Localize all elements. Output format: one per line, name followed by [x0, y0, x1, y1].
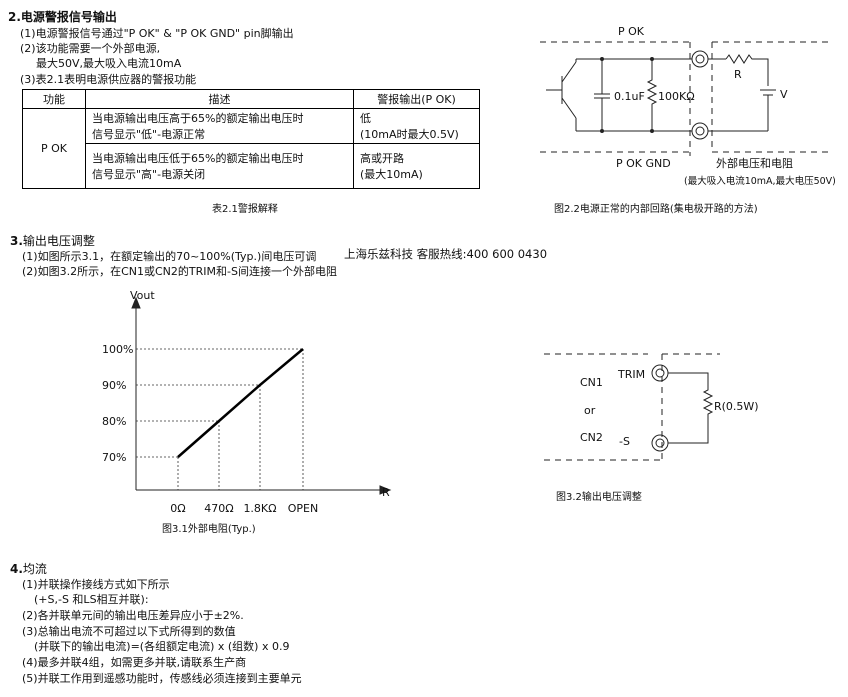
desc-line: 信号显示"高"-电源关闭 [92, 168, 206, 181]
y-tick-label: 100% [102, 343, 133, 356]
x-tick-label: 0Ω [170, 502, 185, 515]
output-line: 高或开路 [360, 152, 404, 165]
gnd-connector [691, 122, 709, 140]
resistor-100k [646, 59, 658, 131]
section-3-number: 3. [10, 234, 23, 248]
header-description: 描述 [85, 89, 354, 109]
r-label: R [734, 68, 742, 81]
external-label: 外部电压和电阻 [716, 156, 793, 170]
desc-cell: 当电源输出电压低于65%的额定输出电压时 信号显示"高"-电源关闭 [85, 143, 354, 189]
table-header-row: 功能 描述 警报输出(P OK) [22, 89, 480, 109]
table-caption: 表2.1警报解释 [212, 204, 278, 215]
sec4-line-2: (+S,-S 和LS相互并联): [34, 593, 149, 606]
resistor-label: 100KΩ [658, 90, 695, 103]
section-4-name: 均流 [22, 562, 47, 576]
sec3-line-2: (2)如图3.2所示，在CN1或CN2的TRIM和-S间连接一个外部电阻 [22, 265, 337, 278]
transistor-collector [561, 61, 577, 83]
sec4-line-4: (3)总输出电流不可超过以下式所得到的数值 [22, 625, 236, 638]
table-row: 当电源输出电压低于65%的额定输出电压时 信号显示"高"-电源关闭 高或开路 (… [23, 143, 480, 189]
desc-cell: 当电源输出电压高于65%的额定输出电压时 信号显示"低"-电源正常 [85, 108, 354, 144]
x-axis-label: R [382, 486, 390, 499]
minus-s-connector [651, 434, 669, 452]
x-tick-label: 470Ω [204, 502, 233, 515]
output-line: (10mA时最大0.5V) [360, 128, 459, 141]
pokgnd-label: P OK GND [616, 157, 671, 170]
series-line [177, 348, 304, 458]
output-line: (最大10mA) [360, 168, 423, 181]
minus-s-label: -S [619, 435, 630, 448]
function-cell: P OK [22, 108, 86, 189]
transistor-emitter [561, 97, 577, 119]
y-tick-label: 70% [102, 451, 126, 464]
header-function: 功能 [22, 89, 86, 109]
sec2-line-2: (2)该功能需要一个外部电源, [20, 42, 161, 55]
sec4-line-5: (并联下的输出电流)=(各组额定电流) x (组数) x 0.9 [34, 640, 290, 653]
section-3-title: 3.输出电压调整 [10, 232, 95, 249]
sec4-line-7: (5)并联工作用到遥感功能时，传感线必须连接到主要单元 [22, 672, 302, 685]
x-tick-label: 1.8KΩ [243, 502, 276, 515]
external-limit-label: (最大吸入电流10mA,最大电压50V) [684, 175, 836, 187]
section-4-title: 4.均流 [10, 560, 47, 577]
header-output: 警报输出(P OK) [353, 89, 480, 109]
figure-3-2-caption: 图3.2输出电压调整 [556, 492, 642, 503]
desc-line: 当电源输出电压高于65%的额定输出电压时 [92, 112, 304, 125]
y-tick-label: 80% [102, 415, 126, 428]
v-label: V [780, 88, 788, 101]
cn1-label: CN1 [580, 376, 603, 389]
x-tick-label: OPEN [288, 502, 318, 515]
section-2-title: 2.电源警报信号输出 [8, 10, 117, 24]
sec3-line-1: (1)如图所示3.1，在额定输出的70~100%(Typ.)间电压可调 [22, 250, 317, 263]
sec2-line-3: (3)表2.1表明电源供应器的警报功能 [20, 73, 197, 86]
y-axis-arrow [131, 296, 141, 309]
sec4-line-3: (2)各并联单元间的输出电压差异应小于±2%. [22, 609, 244, 622]
desc-line: 当电源输出电压低于65%的额定输出电压时 [92, 152, 304, 165]
sec4-line-6: (4)最多并联4组，如需更多并联,请联系生产商 [22, 656, 247, 669]
output-cell: 低 (10mA时最大0.5V) [353, 108, 480, 144]
resistor-r [725, 54, 769, 86]
output-line: 低 [360, 112, 371, 125]
external-resistor [668, 372, 714, 444]
output-cell: 高或开路 (最大10mA) [353, 143, 480, 189]
x-axis-arrow [379, 485, 392, 495]
cn2-label: CN2 [580, 431, 603, 444]
figure-2-2-circuit: P OK 0.1uF 100KΩ R V P OK GND 外部电压和电阻 (最… [540, 25, 836, 187]
section-4-number: 4. [10, 562, 23, 576]
sec2-line-2b: 最大50V,最大吸入电流10mA [36, 57, 182, 70]
section-3-name: 输出电压调整 [22, 234, 95, 248]
trim-label: TRIM [617, 368, 645, 381]
sec4-line-1: (1)并联操作接线方式如下所示 [22, 578, 170, 591]
alarm-table: 功能 描述 警报输出(P OK) P OK 当电源输出电压高于65%的额定输出电… [22, 89, 480, 189]
or-label: or [584, 404, 596, 417]
y-axis-label: Vout [130, 289, 155, 302]
figure-3-1-caption: 图3.1外部电阻(Typ.) [162, 524, 256, 535]
pok-connector [691, 50, 709, 68]
resistor-rating-label: R(0.5W) [714, 400, 759, 413]
figure-3-2-circuit: CN1 or CN2 TRIM -S R(0.5W) [544, 353, 759, 461]
capacitor-label: 0.1uF [614, 90, 645, 103]
trim-connector [651, 364, 669, 382]
figure-2-2-caption: 图2.2电源正常的内部回路(集电极开路的方法) [554, 204, 758, 215]
desc-line: 信号显示"低"-电源正常 [92, 128, 206, 141]
contact-hotline: 上海乐兹科技 客服热线:400 600 0430 [344, 247, 548, 261]
pok-label: P OK [618, 25, 645, 38]
sec2-line-1: (1)电源警报信号通过"P OK" & "P OK GND" pin脚输出 [20, 27, 294, 40]
figure-3-1-chart: 70% 80% 90% 100% 0Ω 470Ω 1.8KΩ OPEN Vout R [102, 289, 392, 515]
y-tick-label: 90% [102, 379, 126, 392]
table-row: P OK 当电源输出电压高于65%的额定输出电压时 信号显示"低"-电源正常 低… [22, 108, 480, 189]
